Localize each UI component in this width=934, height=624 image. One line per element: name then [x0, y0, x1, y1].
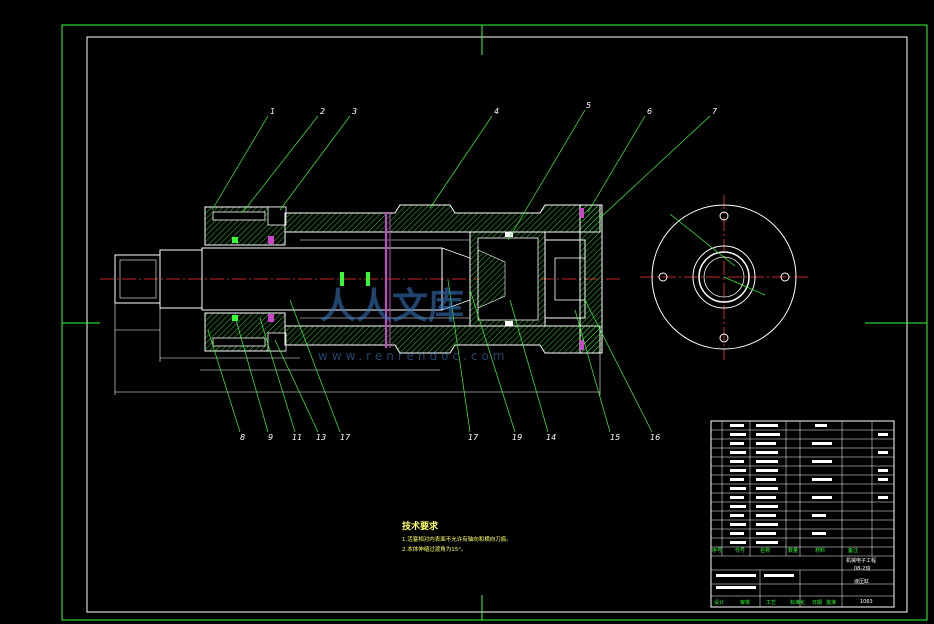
flange-end-view — [640, 195, 810, 360]
part-label-11: 11 — [292, 433, 302, 442]
part-label-9: 9 — [268, 433, 273, 442]
part-label-8: 8 — [240, 433, 245, 442]
part-label-6: 6 — [647, 107, 652, 116]
part-label-4: 4 — [494, 107, 499, 116]
part-label-3: 3 — [352, 107, 357, 116]
watermark: 人人文库 www.renrendoc.com — [318, 286, 508, 363]
col-header-material: 材料 — [815, 547, 825, 554]
col-header-no: 序号 — [712, 547, 722, 554]
part-label-16: 16 — [650, 433, 660, 442]
drawing-number: 1063 — [860, 599, 873, 605]
col-header-code: 代号 — [735, 547, 745, 554]
footer-process: 工艺 — [766, 600, 776, 606]
footer-approve: 批准 — [826, 599, 836, 606]
title-sub: 08-2班 — [854, 565, 870, 572]
part-label-19: 19 — [512, 433, 522, 442]
part-label-5: 5 — [586, 101, 591, 110]
col-header-name: 名称 — [760, 547, 770, 554]
technical-requirements: 技术要求 1.活塞相对内表面不允许有轴向和横向刀痕。 2.本体伸缩过渡角为15°… — [402, 520, 512, 553]
title-block: 序号 代号 名称 数量 材料 备注 机械电子工程 08-2班 液压缸 1063 … — [710, 420, 895, 608]
footer-design: 设计 — [714, 599, 724, 606]
tech-req-line-1: 1.活塞相对内表面不允许有轴向和横向刀痕。 — [402, 535, 512, 543]
col-header-remark: 备注 — [848, 547, 858, 554]
watermark-url: www.renrendoc.com — [318, 349, 508, 363]
col-header-qty: 数量 — [788, 547, 798, 554]
part-label-13: 13 — [316, 433, 326, 442]
watermark-logo-text: 人人文库 — [320, 286, 464, 327]
tech-req-line-2: 2.本体伸缩过渡角为15°。 — [402, 545, 467, 553]
part-label-17b: 17 — [468, 433, 479, 442]
part-label-1: 1 — [270, 107, 275, 116]
part-label-7: 7 — [712, 107, 718, 116]
footer-standard: 标准化 — [790, 599, 805, 606]
part-label-17a: 17 — [340, 433, 351, 442]
part-label-14: 14 — [546, 433, 556, 442]
drawing-name: 液压缸 — [854, 578, 869, 585]
tech-req-title: 技术要求 — [402, 520, 439, 532]
part-label-15: 15 — [610, 433, 620, 442]
drawing-frame — [61, 24, 928, 621]
cylinder-section-view: 1 2 3 4 5 6 7 8 9 11 13 17 17 19 14 15 1… — [100, 101, 718, 442]
part-label-2: 2 — [320, 107, 325, 116]
footer-review: 审核 — [740, 599, 750, 606]
title-main: 机械电子工程 — [846, 557, 876, 564]
footer-date: 日期 — [812, 600, 822, 606]
